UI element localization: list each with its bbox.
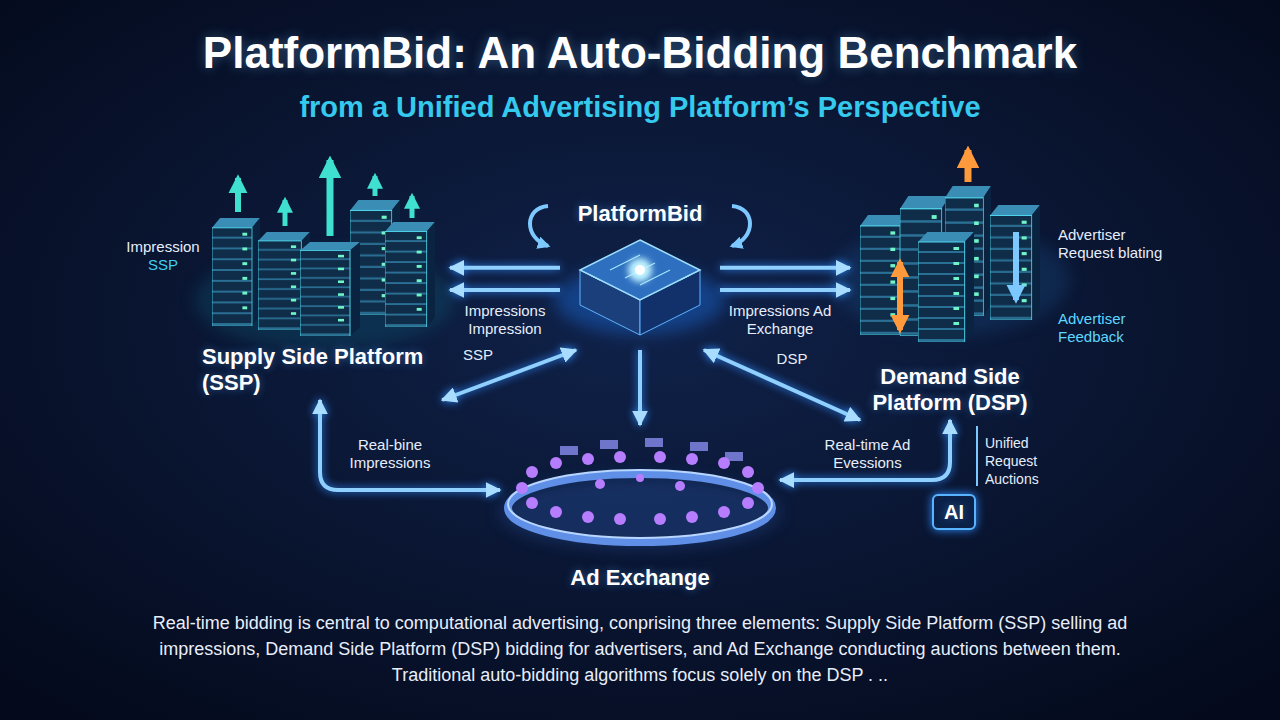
flow-arrow: [450, 266, 560, 270]
edge-label: Impressions Impression: [450, 302, 560, 338]
edge-label: DSP: [770, 350, 814, 368]
exchange-ring-art: [686, 453, 698, 465]
ssp-servers: [235, 178, 241, 212]
title-heading: PlatformBid: An Auto-Bidding Benchmark: [0, 28, 1280, 78]
platform-chip-art: [580, 240, 700, 300]
flow-arrow: [720, 266, 850, 270]
flow-arrow: [442, 350, 576, 400]
exchange-ring-art: [582, 511, 594, 523]
ssp-servers: [385, 222, 435, 327]
exchange-ring-art: [718, 457, 730, 469]
edge-label: Impressions Ad Exchange: [725, 302, 835, 338]
exchange-ring-art: [595, 479, 605, 489]
exchange-ring-art: [508, 470, 772, 538]
ssp-servers: [300, 242, 360, 336]
exchange-ring-art: [645, 438, 663, 447]
platform-chip: PlatformBid: [560, 195, 720, 350]
ad-exchange-ring: Ad Exchange: [500, 425, 780, 595]
exchange-ring-art: [636, 474, 644, 482]
exchange-ring-art: [600, 440, 618, 449]
ai-badge: AI: [932, 494, 976, 530]
ssp-servers: [212, 218, 260, 326]
flow-arrow: [638, 350, 642, 425]
ssp-servers: [410, 196, 415, 218]
ssp-server-group: Supply Side Platform (SSP): [190, 175, 450, 400]
node-label: AI: [944, 501, 964, 524]
edge-label: SSP: [458, 346, 498, 364]
dsp-servers: [918, 232, 974, 342]
exchange-ring-art: [526, 497, 538, 509]
dsp-server-group: Demand Side Platform (DSP): [850, 160, 1050, 420]
exchange-ring-art: [654, 451, 666, 463]
dsp-servers: [965, 150, 972, 182]
subtitle: from a Unified Advertising Platform’s Pe…: [0, 98, 1280, 116]
exchange-ring-art: [742, 497, 754, 509]
node-label: Ad Exchange: [570, 565, 709, 591]
platform-chip-art: [635, 265, 645, 275]
side-label: Advertiser Feedback: [1058, 310, 1158, 346]
exchange-ring-art: [718, 506, 730, 518]
dsp-servers: [990, 205, 1040, 320]
exchange-ring-art: [516, 451, 764, 525]
leader-line: [976, 426, 978, 486]
platform-chip-art: [590, 255, 690, 285]
edge-label: Real-bine Impressions: [340, 436, 440, 472]
node-label: Demand Side Platform (DSP): [850, 364, 1050, 416]
node-label: Supply Side Platform (SSP): [202, 344, 450, 396]
caption-text: Real-time bidding is central to computat…: [120, 610, 1160, 688]
dsp-servers: [1013, 232, 1019, 300]
flow-arrow: [450, 288, 560, 292]
edge-label: Real-time Ad Evessions: [820, 436, 915, 472]
exchange-ring-art: [526, 466, 538, 478]
exchange-ring-art: [508, 474, 772, 542]
flow-arrow: [704, 350, 860, 420]
exchange-ring-art: [675, 481, 685, 491]
dsp-servers: [897, 262, 903, 330]
ssp-servers: [283, 200, 288, 226]
node-label: PlatformBid: [578, 201, 703, 227]
side-label: Unified Request Auctions: [985, 434, 1065, 488]
platform-chip-art: [732, 206, 750, 246]
platform-chip-art: [530, 206, 548, 246]
exchange-ring-art: [742, 466, 754, 478]
exchange-ring-art: [550, 506, 562, 518]
exchange-ring-art: [550, 457, 562, 469]
flow-arrow: [320, 400, 500, 490]
exchange-ring-art: [614, 513, 626, 525]
exchange-ring-art: [686, 511, 698, 523]
side-label: SSP: [118, 256, 208, 274]
exchange-ring-art: [516, 482, 528, 494]
exchange-ring-art: [560, 446, 578, 455]
exchange-ring-art: [582, 453, 594, 465]
side-label: Impression: [118, 238, 208, 256]
dsp-servers: [830, 150, 1070, 342]
flow-arrow: [780, 420, 950, 480]
ssp-servers: [373, 176, 378, 196]
platform-chip-art: [628, 258, 652, 282]
side-label: Advertiser Request blating: [1058, 226, 1183, 262]
exchange-ring-art: [614, 451, 626, 463]
ssp-servers: [327, 160, 334, 236]
exchange-ring-art: [752, 482, 764, 494]
exchange-ring-art: [690, 442, 708, 451]
exchange-ring-art: [500, 438, 780, 548]
ssp-servers: [195, 160, 455, 350]
exchange-ring-art: [654, 513, 666, 525]
flow-arrow: [720, 288, 850, 292]
